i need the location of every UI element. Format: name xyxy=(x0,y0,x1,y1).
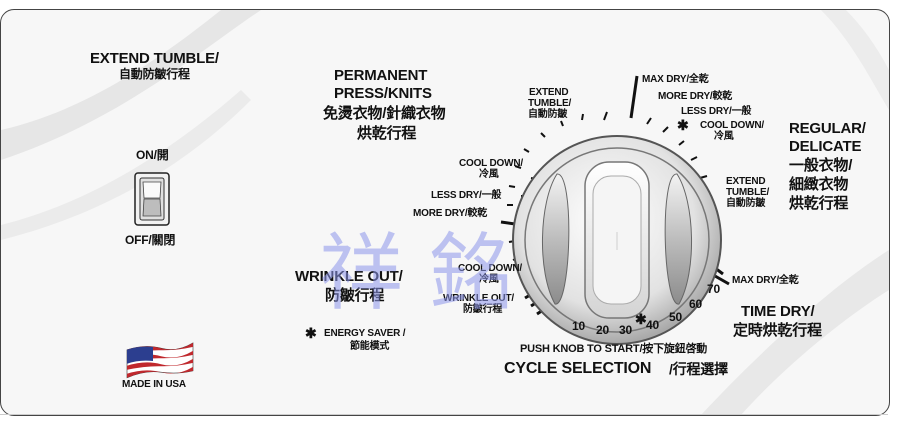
extend-tumble-title: EXTEND TUMBLE/ xyxy=(90,50,219,67)
time-40: 40 xyxy=(646,318,659,332)
swoosh-decoration xyxy=(1,10,889,415)
regular-delicate-zh3: 烘乾行程 xyxy=(789,195,849,212)
pp-extend-line1: EXTEND xyxy=(529,87,569,98)
rd-energy-star-icon: ✱ xyxy=(677,117,689,133)
rd-cool-down-line1: COOL DOWN/ xyxy=(700,120,764,131)
extend-tumble-switch[interactable] xyxy=(134,172,170,226)
time-energy-star-icon: ✱ xyxy=(635,311,647,327)
rd-extend-line1: EXTEND xyxy=(726,176,766,187)
time-dry-title-zh: 定時烘乾行程 xyxy=(733,322,822,339)
permanent-press-zh2: 烘乾行程 xyxy=(357,125,417,142)
rd-max-dry: MAX DRY/全乾 xyxy=(642,74,709,85)
push-knob-to-start: PUSH KNOB TO START/按下旋鈕啓動 xyxy=(520,343,708,355)
switch-off-label: OFF/關閉 xyxy=(125,233,176,247)
watermark: 祥銘 xyxy=(319,224,540,322)
time-dry-title: TIME DRY/ xyxy=(741,303,815,320)
pp-cool-down-line2: 冷風 xyxy=(479,169,499,180)
energy-saver-star-icon: ✱ xyxy=(305,325,317,341)
bottom-border xyxy=(0,414,888,415)
control-panel: EXTEND TUMBLE/ 自動防皺行程 ON/開 OFF/關閉 PERMAN… xyxy=(0,9,890,416)
pp-cool-down-line1: COOL DOWN/ xyxy=(459,158,523,169)
regular-delicate-zh1: 一般衣物/ xyxy=(789,157,853,174)
time-max-dry: MAX DRY/全乾 xyxy=(732,275,799,286)
permanent-press-line2: PRESS/KNITS xyxy=(334,85,432,102)
time-30: 30 xyxy=(619,323,632,337)
regular-delicate-line1: REGULAR/ xyxy=(789,120,866,137)
wo-cool-down-line2: 冷風 xyxy=(479,274,499,285)
time-20: 20 xyxy=(596,323,609,337)
time-10: 10 xyxy=(572,319,585,333)
us-flag-icon xyxy=(126,342,194,379)
extend-tumble-title-zh: 自動防皺行程 xyxy=(119,67,190,81)
switch-on-label: ON/開 xyxy=(136,148,169,162)
time-70: 70 xyxy=(707,282,720,296)
wrinkle-out-title: WRINKLE OUT/ xyxy=(295,268,403,285)
wo-label-line1: WRINKLE OUT/ xyxy=(443,293,514,304)
cycle-selection-knob[interactable] xyxy=(509,132,725,348)
wo-cool-down-line1: COOL DOWN/ xyxy=(458,263,522,274)
pp-less-dry: LESS DRY/一般 xyxy=(431,190,502,201)
permanent-press-line1: PERMANENT xyxy=(334,67,428,84)
rd-more-dry: MORE DRY/較乾 xyxy=(658,91,733,102)
pp-extend-line2: TUMBLE/ xyxy=(528,98,572,109)
time-50: 50 xyxy=(669,310,682,324)
wo-label-line2: 防皺行程 xyxy=(463,304,503,315)
pp-extend-line3: 自動防皺 xyxy=(528,109,568,120)
cycle-selection-title: CYCLE SELECTION xyxy=(504,360,652,377)
rd-extend-line3: 自動防皺 xyxy=(726,198,766,209)
wrinkle-out-title-zh: 防皺行程 xyxy=(325,287,385,304)
permanent-press-zh1: 免燙衣物/針織衣物 xyxy=(323,105,446,122)
regular-delicate-line2: DELICATE xyxy=(789,138,862,155)
made-in-usa-label: MADE IN USA xyxy=(122,379,186,390)
time-60: 60 xyxy=(689,297,702,311)
rd-extend-line2: TUMBLE/ xyxy=(726,187,770,198)
pp-more-dry: MORE DRY/較乾 xyxy=(413,208,488,219)
energy-saver-label: ENERGY SAVER / xyxy=(324,328,406,339)
rd-cool-down-line2: 冷風 xyxy=(714,131,734,142)
cycle-selection-title-zh: /行程選擇 xyxy=(669,361,728,377)
rd-less-dry: LESS DRY/一般 xyxy=(681,106,752,117)
energy-saver-label-zh: 節能模式 xyxy=(350,341,390,352)
regular-delicate-zh2: 細緻衣物 xyxy=(789,176,849,193)
